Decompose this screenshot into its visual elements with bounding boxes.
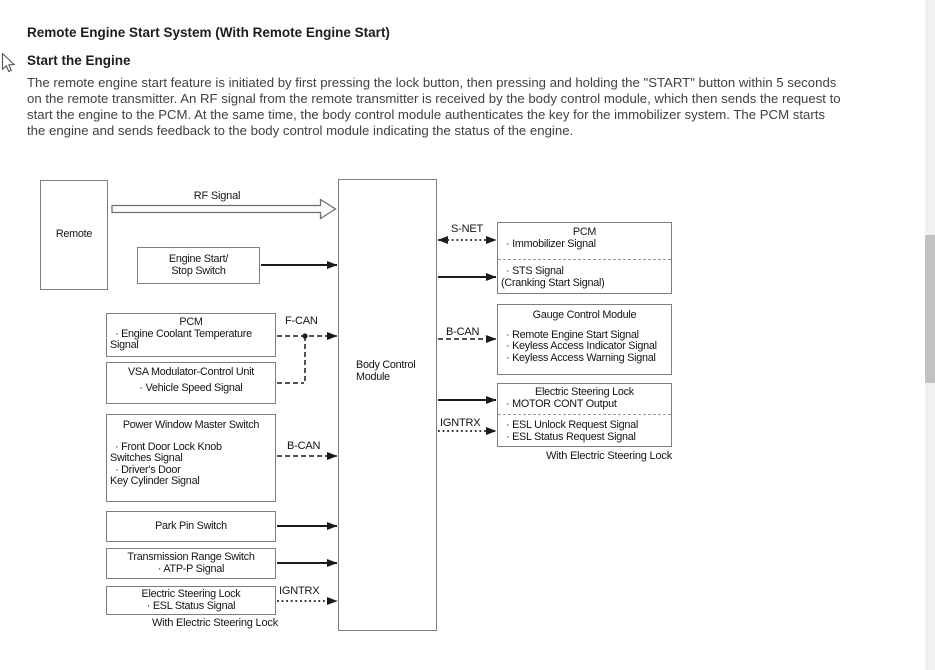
signal-item: · ESL Status Request Signal	[506, 430, 636, 443]
box-body-control-module: Body Control Module	[338, 179, 437, 631]
paragraph-line: start the engine to the PCM. At the same…	[27, 107, 825, 122]
fcan-junction-dot	[302, 333, 308, 339]
signal-item-cont: Signal	[110, 339, 139, 352]
box-section-divider	[498, 259, 671, 260]
box-label: Engine Start/	[168, 252, 229, 265]
box-label: Module	[356, 370, 390, 383]
box-pcm-right: PCM · Immobilizer Signal · STS Signal (C…	[497, 222, 672, 294]
bus-label-bcan-right: B-CAN	[446, 326, 480, 338]
section-heading: Start the Engine	[27, 53, 131, 68]
signal-item: · Remote Engine Start Signal	[506, 328, 639, 341]
box-vsa-modulator: VSA Modulator-Control Unit · Vehicle Spe…	[106, 362, 276, 404]
box-section-lower: · ESL Unlock Request Signal · ESL Status…	[498, 415, 671, 443]
signal-item-cont: Switches Signal	[110, 452, 183, 465]
box-electric-steering-lock-right: Electric Steering Lock · MOTOR CONT Outp…	[497, 383, 672, 447]
box-title: Transmission Range Switch	[127, 551, 255, 563]
signal-item: · ATP-P Signal	[157, 562, 225, 575]
bus-label-fcan: F-CAN	[285, 315, 318, 327]
signal-item: · Immobilizer Signal	[506, 237, 596, 250]
box-electric-steering-lock-left: Electric Steering Lock · ESL Status Sign…	[106, 586, 276, 615]
signal-item: · Driver's Door	[115, 463, 181, 476]
box-park-pin-switch: Park Pin Switch	[106, 511, 276, 542]
box-section-upper: Electric Steering Lock · MOTOR CONT Outp…	[498, 384, 671, 414]
box-title: PCM	[179, 316, 203, 328]
signal-item: · MOTOR CONT Output	[506, 397, 617, 410]
caption-with-electric-steering-lock-left: With Electric Steering Lock	[151, 617, 278, 629]
box-label: Remote	[55, 228, 93, 241]
signal-item: · Engine Coolant Temperature	[115, 327, 252, 340]
box-title: Electric Steering Lock	[141, 588, 241, 600]
caption-with-electric-steering-lock-right: With Electric Steering Lock	[545, 450, 672, 462]
box-power-window-master-switch: Power Window Master Switch · Front Door …	[106, 414, 276, 502]
box-gauge-control-module: Gauge Control Module · Remote Engine Sta…	[497, 304, 672, 375]
box-label: Body Control	[356, 359, 416, 371]
bus-label-snet: S-NET	[450, 223, 483, 235]
box-title: Gauge Control Module	[532, 309, 637, 321]
page-title: Remote Engine Start System (With Remote …	[27, 25, 390, 40]
signal-item-cont: Key Cylinder Signal	[110, 475, 200, 488]
box-title: PCM	[572, 226, 597, 238]
box-title: Power Window Master Switch	[122, 419, 260, 431]
bus-label-rf-signal: RF Signal	[193, 190, 241, 202]
box-engine-start-stop-switch: Engine Start/ Stop Switch	[137, 247, 260, 284]
box-title: Electric Steering Lock	[535, 386, 634, 398]
signal-item: · STS Signal	[506, 265, 564, 277]
rf-signal-arrow	[111, 198, 337, 220]
bus-label-igntrx-left: IGNTRX	[279, 585, 320, 597]
paragraph-line: on the remote transmitter. An RF signal …	[27, 91, 841, 106]
signal-item: · Keyless Access Warning Signal	[506, 351, 656, 364]
box-title: VSA Modulator-Control Unit	[127, 366, 255, 378]
box-transmission-range-switch: Transmission Range Switch · ATP-P Signal	[106, 548, 276, 579]
paragraph-line: The remote engine start feature is initi…	[27, 75, 837, 90]
box-remote: Remote	[40, 180, 108, 290]
signal-item: · Front Door Lock Knob	[115, 440, 222, 453]
mouse-cursor-icon	[1, 52, 16, 75]
signal-item: · Keyless Access Indicator Signal	[506, 340, 657, 353]
signal-item: · ESL Status Signal	[146, 599, 236, 612]
bus-label-igntrx-right: IGNTRX	[440, 417, 481, 429]
signal-item: · Vehicle Speed Signal	[139, 381, 243, 394]
box-section-lower: · STS Signal (Cranking Start Signal)	[498, 260, 671, 289]
signal-item-cont: (Cranking Start Signal)	[501, 276, 605, 289]
scrollbar-thumb[interactable]	[925, 235, 935, 383]
description-paragraph: The remote engine start feature is initi…	[27, 75, 841, 139]
box-pcm-left: PCM · Engine Coolant Temperature Signal	[106, 313, 276, 357]
paragraph-line: the engine and sends feedback to the bod…	[27, 123, 574, 138]
signal-item: · ESL Unlock Request Signal	[506, 419, 639, 431]
box-label: Park Pin Switch	[155, 519, 227, 532]
box-label: Stop Switch	[171, 264, 226, 277]
box-section-upper: PCM · Immobilizer Signal	[498, 223, 671, 259]
bus-label-bcan-left: B-CAN	[287, 440, 321, 452]
box-section-divider	[498, 414, 671, 415]
